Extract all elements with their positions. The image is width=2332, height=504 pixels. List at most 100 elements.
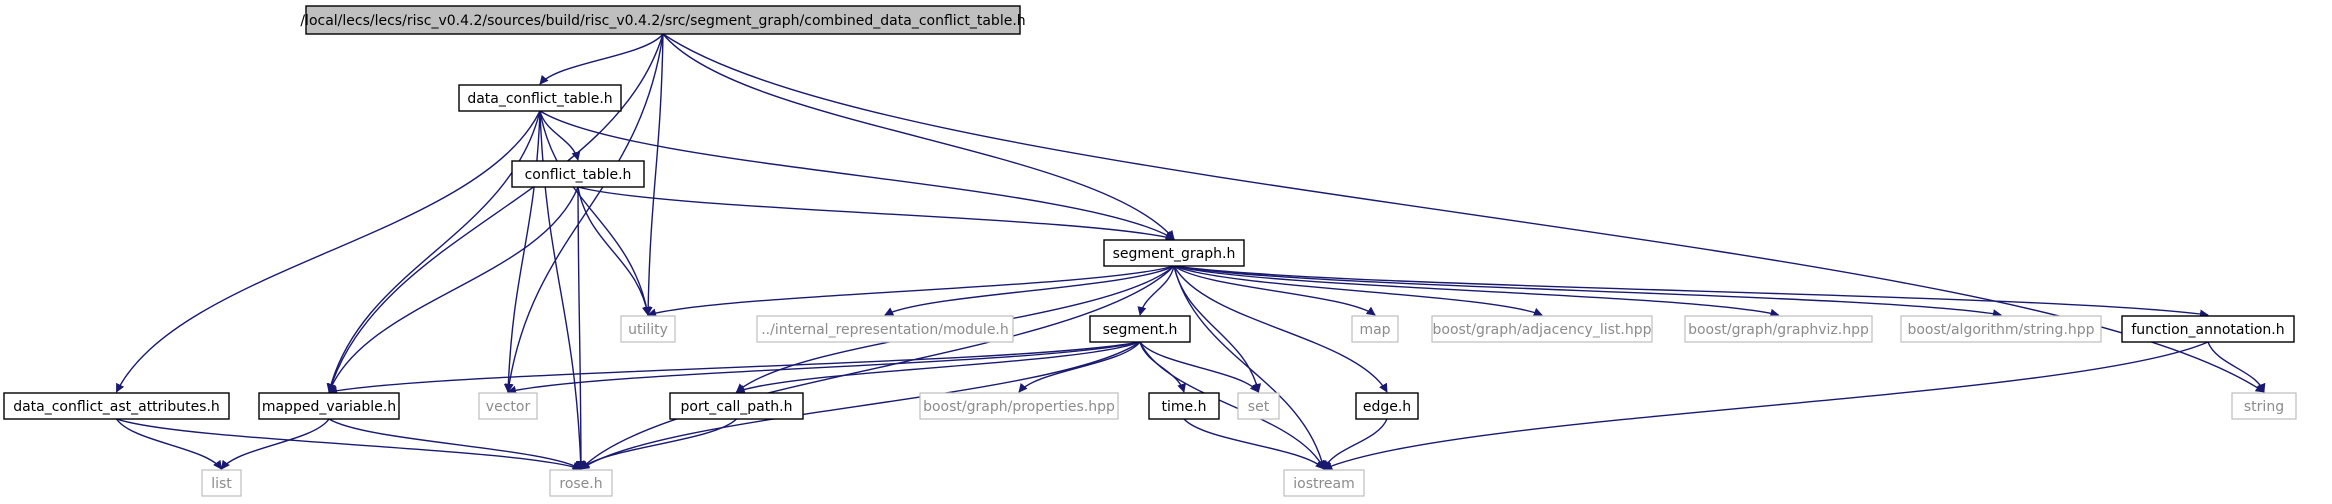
edge-conflict_table-to-segment_graph (577, 186, 1175, 242)
node-box (549, 469, 613, 497)
node-box (1237, 392, 1280, 420)
edge-data_conflict_table-to-segment_graph (539, 110, 1175, 240)
node-label: set (1248, 399, 1270, 415)
node-box (201, 469, 242, 497)
node-label: edge.h (1363, 399, 1411, 415)
node-box (1355, 392, 1419, 420)
edge-root-to-segment_graph (662, 33, 1175, 240)
node-label: boost/graph/properties.hpp (923, 399, 1115, 415)
edge-root-to-utility (643, 33, 664, 316)
edge-segment_graph-to-segment (1137, 265, 1175, 316)
node-label: boost/graph/graphviz.hpp (1688, 322, 1869, 338)
node-label: string (2244, 399, 2284, 415)
node-port-call-path[interactable]: port_call_path.h (669, 392, 804, 420)
node-box (1431, 315, 1653, 343)
node-label: time.h (1162, 399, 1207, 415)
node-box (756, 315, 1014, 343)
node-box (1089, 315, 1191, 343)
node-edge[interactable]: edge.h (1355, 392, 1419, 420)
edge-segment-to-rose (580, 341, 1141, 470)
node-box (620, 315, 676, 343)
node-dc-ast-attrs[interactable]: data_conflict_ast_attributes.h (3, 392, 230, 420)
node-label: iostream (1293, 476, 1355, 492)
node-vector: vector (478, 392, 538, 420)
node-set: set (1237, 392, 1280, 420)
node-label: segment_graph.h (1113, 246, 1236, 262)
edge-segment-to-time (1139, 341, 1186, 393)
edge-segment_graph-to-graphviz (1173, 265, 1780, 318)
edge-segment-to-mapped_variable (328, 341, 1141, 395)
edge-port_call_path-to-rose (580, 418, 737, 470)
node-box (1148, 392, 1220, 420)
edge-segment-to-port_call_path (735, 341, 1141, 394)
node-label: mapped_variable.h (262, 399, 396, 415)
node-box (458, 84, 622, 112)
edge-conflict_table-to-utility (577, 186, 651, 316)
node-label: ../internal_representation/module.h (761, 322, 1009, 338)
node-box (2231, 392, 2297, 420)
edge-data_conflict_table-to-vector (503, 110, 541, 393)
edge-conflict_table-to-rose (576, 186, 586, 470)
edge-dc_ast_attrs-to-list (115, 418, 223, 470)
node-label: segment.h (1103, 322, 1178, 338)
node-label: map (1359, 322, 1390, 338)
node-segment-graph[interactable]: segment_graph.h (1103, 239, 1245, 267)
edge-data_conflict_table-to-conflict_table (539, 110, 581, 161)
node-box (305, 5, 1021, 35)
node-label: conflict_table.h (525, 167, 632, 183)
edge-dc_ast_attrs-to-rose (116, 418, 582, 471)
node-label: boost/graph/adjacency_list.hpp (1433, 322, 1652, 338)
node-label: /local/lecs/lecs/risc_v0.4.2/sources/bui… (300, 13, 1025, 29)
node-box (1684, 315, 1873, 343)
edge-segment-to-iostream (1139, 341, 1325, 470)
node-iostream: iostream (1283, 469, 1365, 497)
node-function-annotation[interactable]: function_annotation.h (2121, 315, 2295, 343)
node-label: vector (486, 399, 531, 415)
edge-segment_graph-to-utility (647, 265, 1175, 318)
node-data-conflict-table[interactable]: data_conflict_table.h (458, 84, 622, 112)
node-adjacency-list: boost/graph/adjacency_list.hpp (1431, 315, 1653, 343)
node-time[interactable]: time.h (1148, 392, 1220, 420)
node-conflict-table[interactable]: conflict_table.h (511, 160, 645, 188)
node-box (1351, 315, 1399, 343)
edge-segment_graph-to-function_annotation (1173, 265, 2209, 319)
node-label: port_call_path.h (681, 399, 793, 415)
dependency-edges (115, 33, 2266, 471)
node-box (2121, 315, 2295, 343)
edge-segment-to-set (1139, 341, 1260, 393)
edge-root-to-data_conflict_table (539, 33, 664, 85)
node-box (1103, 239, 1245, 267)
node-mapped-variable[interactable]: mapped_variable.h (258, 392, 400, 420)
edge-conflict_table-to-mapped_variable (327, 186, 579, 393)
node-module: ../internal_representation/module.h (756, 315, 1014, 343)
edge-edge-to-iostream (1323, 418, 1388, 470)
node-algo-string: boost/algorithm/string.hpp (1900, 315, 2102, 343)
edge-segment-to-vector (507, 341, 1141, 395)
edge-segment_graph-to-rose (580, 265, 1175, 470)
edge-segment_graph-to-map (1173, 265, 1376, 316)
node-box (919, 392, 1119, 420)
node-root[interactable]: /local/lecs/lecs/risc_v0.4.2/sources/bui… (300, 5, 1026, 35)
edge-segment_graph-to-algo_string (1173, 265, 2002, 319)
node-box (3, 392, 230, 420)
edge-time-to-iostream (1183, 418, 1325, 470)
edge-data_conflict_table-to-dc_ast_attrs (115, 110, 541, 393)
node-utility: utility (620, 315, 676, 343)
node-segment[interactable]: segment.h (1089, 315, 1191, 343)
node-label: list (211, 476, 232, 492)
edge-segment_graph-to-adjacency_list (1173, 265, 1543, 317)
node-box (478, 392, 538, 420)
edge-segment-to-properties (1018, 341, 1141, 393)
node-graphviz: boost/graph/graphviz.hpp (1684, 315, 1873, 343)
node-box (1283, 469, 1365, 497)
edge-segment_graph-to-iostream (1173, 265, 1327, 470)
edge-data_conflict_table-to-mapped_variable (326, 110, 541, 393)
node-label: data_conflict_ast_attributes.h (13, 399, 220, 415)
dependency-nodes: /local/lecs/lecs/risc_v0.4.2/sources/bui… (3, 5, 2297, 497)
node-label: utility (628, 322, 668, 338)
edge-segment_graph-to-module (884, 265, 1175, 316)
node-label: data_conflict_table.h (467, 91, 612, 107)
edge-segment_graph-to-edge (1173, 265, 1388, 393)
node-properties: boost/graph/properties.hpp (919, 392, 1119, 420)
